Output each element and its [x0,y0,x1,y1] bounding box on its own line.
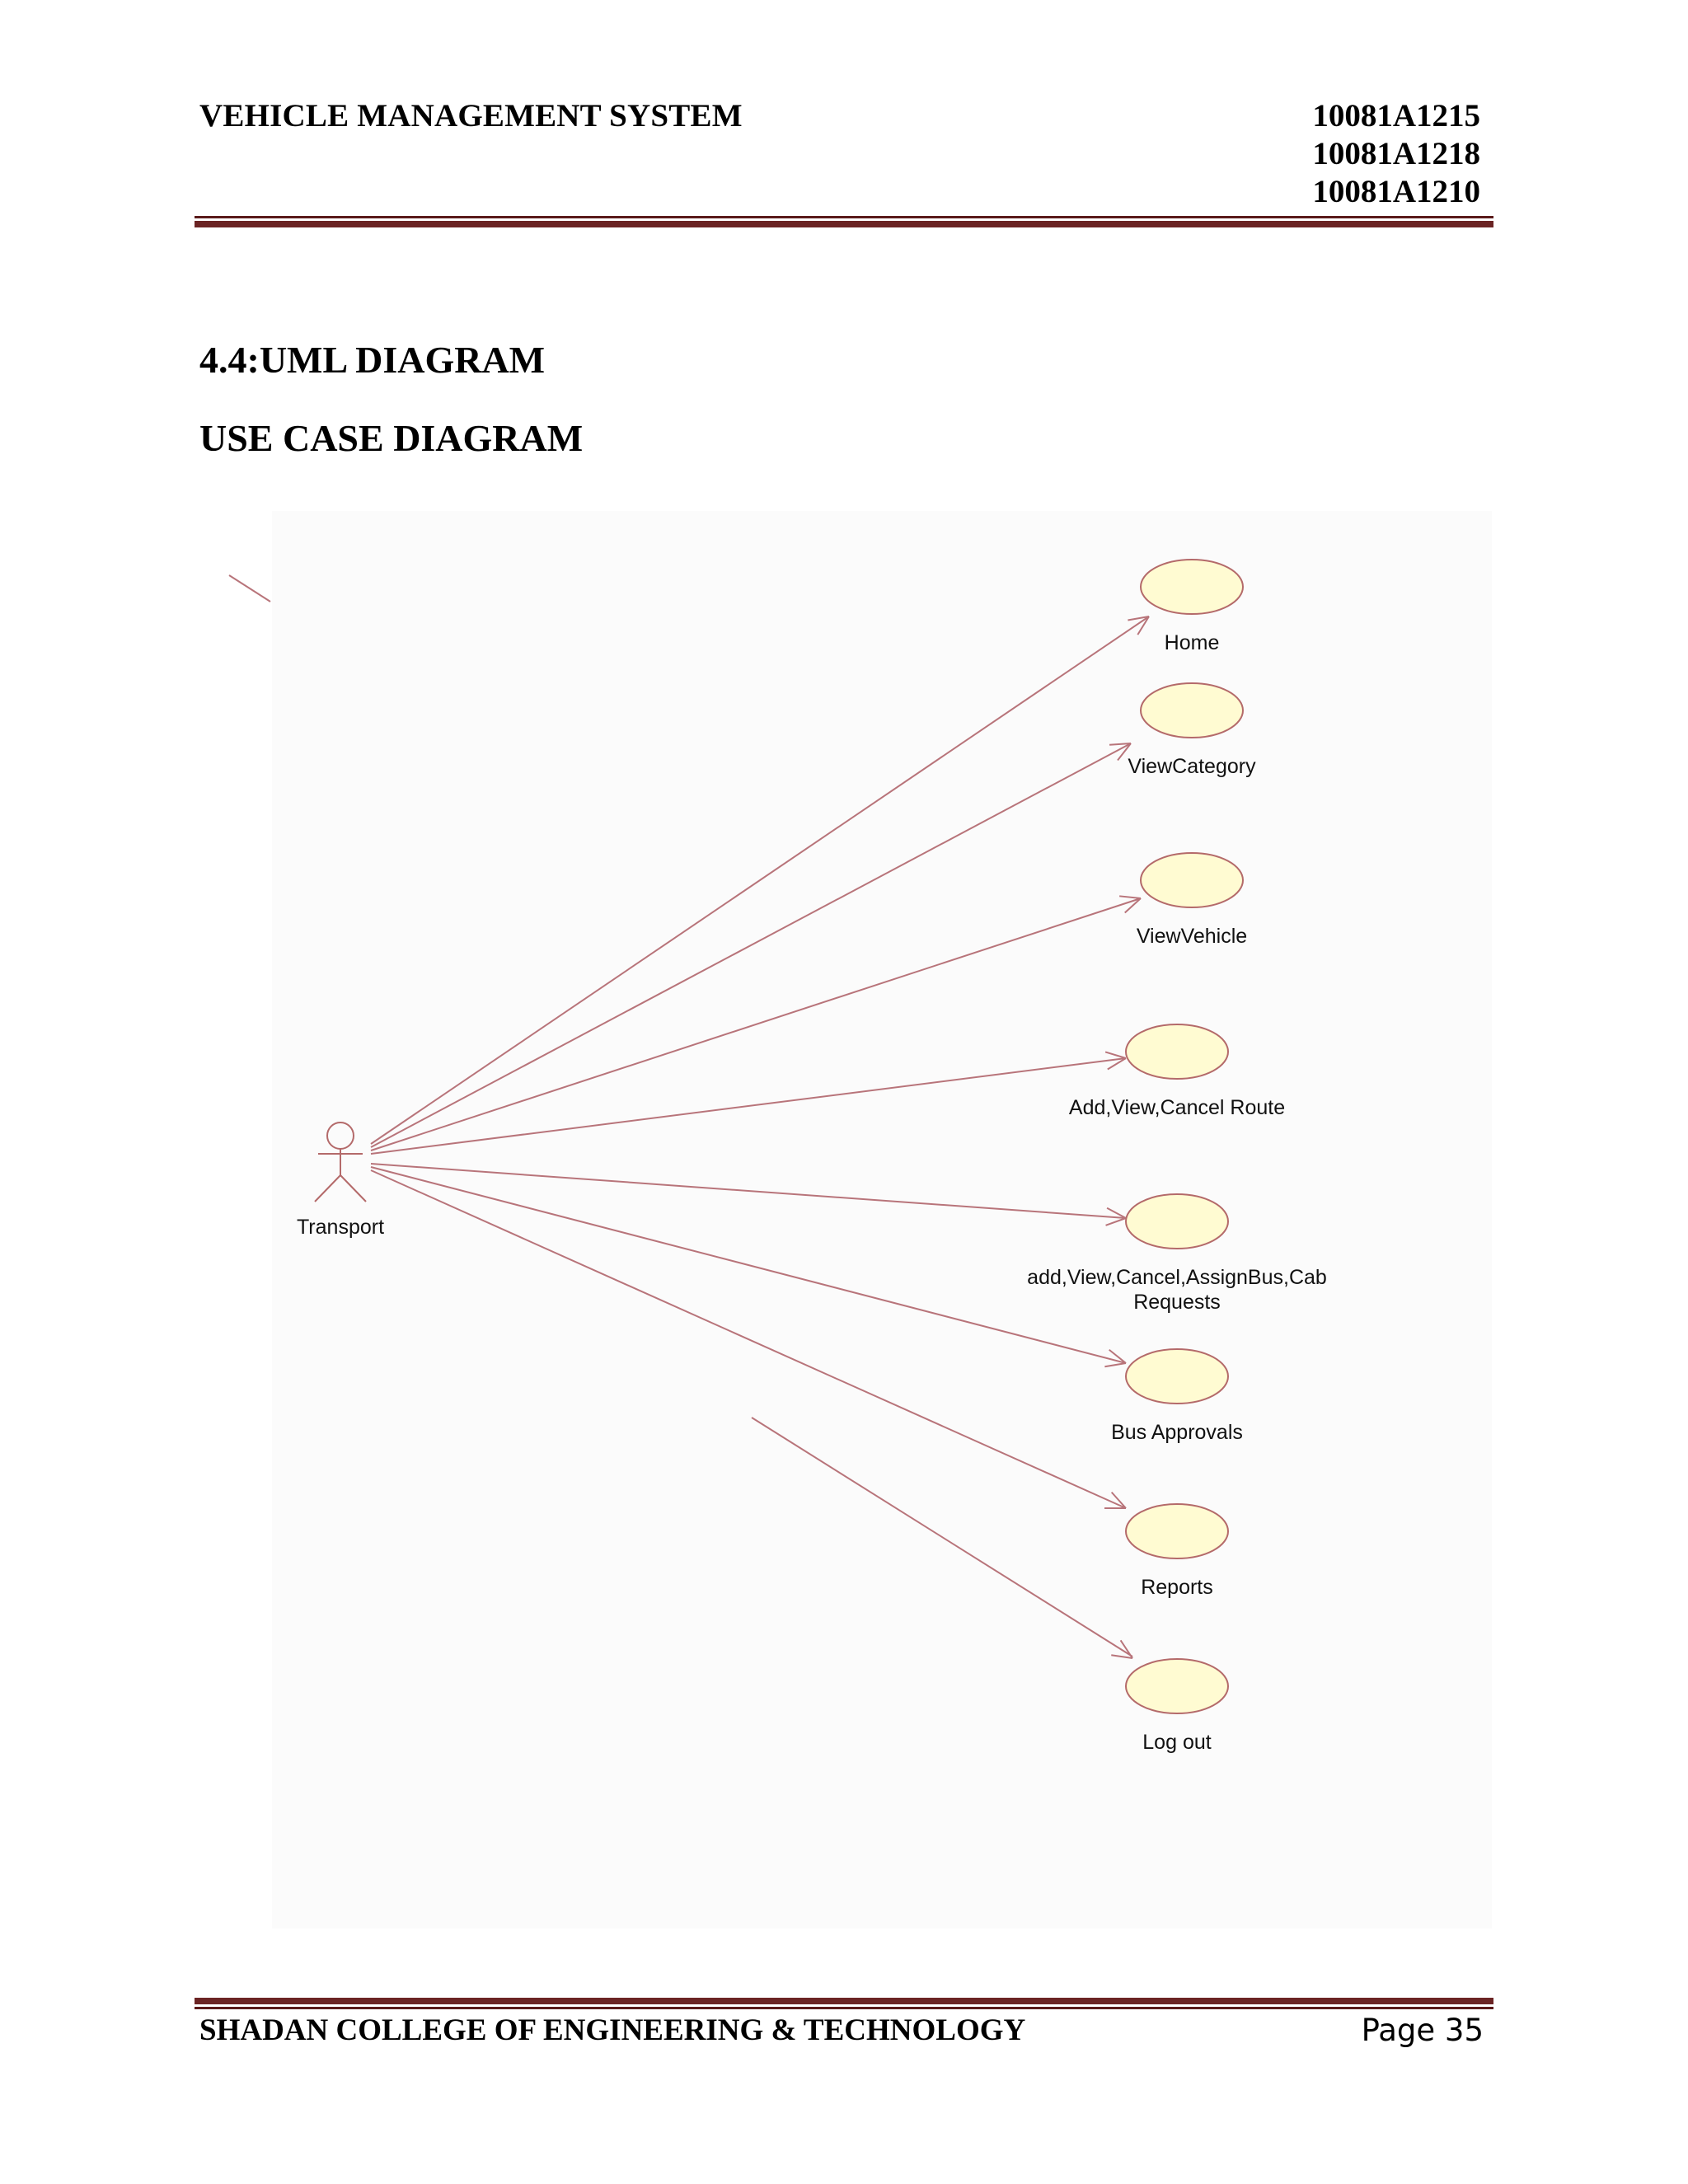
section-subtitle: USE CASE DIAGRAM [199,417,584,459]
association-line [370,1163,1127,1219]
use-case-label: Bus Approvals [1111,1421,1243,1444]
arrowhead [1105,1217,1127,1226]
arrowhead [1119,1639,1133,1659]
use-case-label: ViewVehicle [1137,925,1247,948]
page-header-ids: 10081A1215 10081A1218 10081A1210 [1312,97,1480,211]
stray-mark [751,1417,1133,1657]
arrowhead [1110,1491,1127,1509]
header-id: 10081A1210 [1312,174,1480,209]
use-case-ellipse [1140,559,1244,615]
section-title: 4.4:UML DIAGRAM [199,339,546,381]
use-cases: HomeViewCategoryViewVehicleAdd,View,Canc… [1027,559,1327,1754]
page-number: Page 35 [1361,2013,1484,2048]
arrowhead [1106,1207,1127,1219]
footer-rule [195,1998,1493,2009]
use-case-ellipse [1140,852,1244,908]
use-case-label: Log out [1142,1731,1211,1754]
arrowhead [1137,616,1150,635]
arrowhead [1128,616,1150,621]
association-line [370,898,1142,1151]
stray-mark [228,574,271,602]
actor-label: Transport [297,1216,384,1239]
arrowhead [1124,898,1142,914]
use-case-ellipse [1140,682,1244,738]
header-rule [195,216,1493,227]
use-case-ellipse [1125,1193,1229,1249]
diagram-background [272,511,1492,1929]
header-id: 10081A1218 [1312,136,1480,171]
use-case-ellipse [1125,1348,1229,1404]
use-case-label: Requests [1133,1291,1221,1314]
header-id: 10081A1215 [1312,98,1480,134]
actor-transport [314,1122,367,1202]
use-case-label: Home [1165,631,1220,654]
arrowhead [1111,1654,1133,1659]
arrowhead [1104,1362,1127,1368]
footer-college: SHADAN COLLEGE OF ENGINEERING & TECHNOLO… [199,2013,1026,2047]
association-lines [370,616,1150,1659]
association-line [370,1166,1127,1364]
association-line [370,743,1132,1148]
arrowhead [1107,1057,1127,1071]
page-header-title: VEHICLE MANAGEMENT SYSTEM [199,98,743,134]
association-line [370,616,1150,1145]
arrowhead [1117,743,1132,762]
use-case-ellipse [1125,1503,1229,1559]
arrowhead [1109,743,1132,746]
use-case-ellipse [1125,1024,1229,1080]
use-case-label: Reports [1141,1576,1213,1599]
use-case-ellipse [1125,1658,1229,1714]
association-line [370,1057,1127,1155]
arrowhead [1119,895,1142,899]
arrowhead [1104,1051,1127,1059]
use-case-label: Add,View,Cancel Route [1069,1096,1285,1119]
arrowhead [1109,1348,1127,1364]
association-line [370,1169,1127,1509]
use-case-label: add,View,Cancel,AssignBus,Cab [1027,1266,1327,1289]
use-case-label: ViewCategory [1128,755,1256,778]
